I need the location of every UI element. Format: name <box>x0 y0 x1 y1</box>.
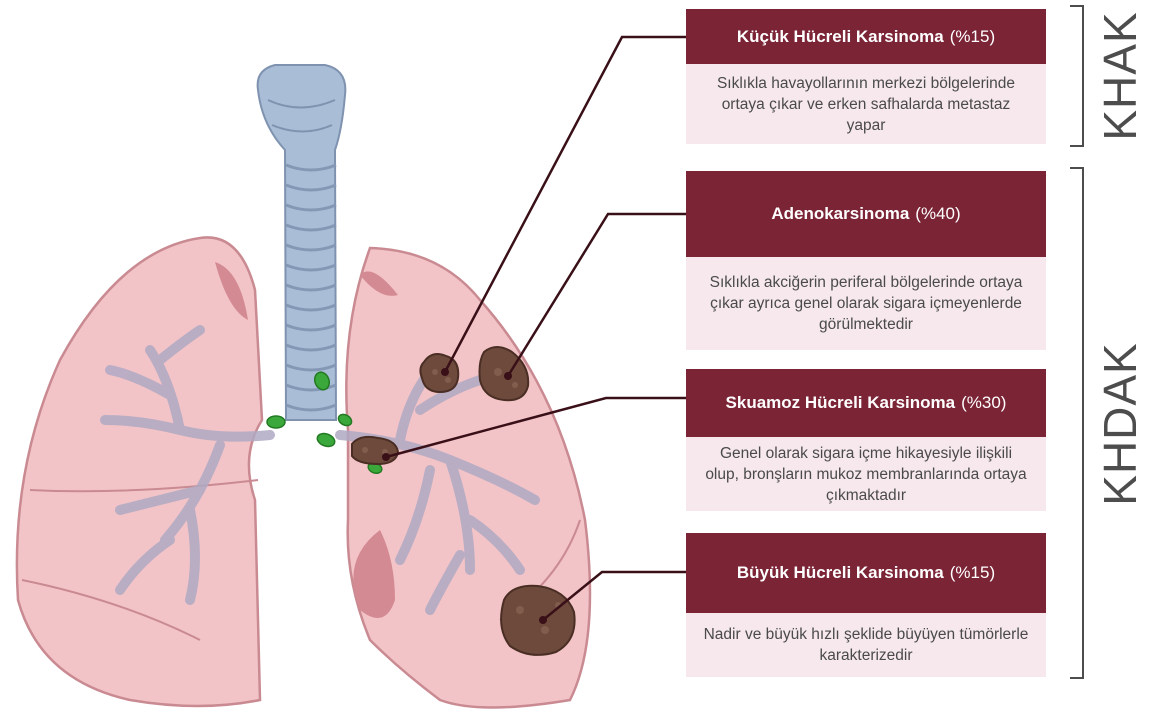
card-adenocarcinoma: Adenokarsinoma (%40) Sıklıkla akciğerin … <box>686 171 1046 350</box>
card-percent: (%30) <box>961 393 1006 413</box>
card-percent: (%15) <box>950 563 995 583</box>
card-description: Sıklıkla havayollarının merkezi bölgeler… <box>686 64 1046 144</box>
group-label-khak: KHAK <box>1093 11 1147 140</box>
card-header: Küçük Hücreli Karsinoma (%15) <box>686 9 1046 64</box>
card-small-cell: Küçük Hücreli Karsinoma (%15) Sıklıkla h… <box>686 9 1046 144</box>
group-label-khdak: KHDAK <box>1093 342 1147 505</box>
trachea <box>258 65 346 420</box>
card-title: Küçük Hücreli Karsinoma <box>737 27 944 47</box>
group-brackets <box>1070 6 1083 678</box>
card-title: Skuamoz Hücreli Karsinoma <box>726 393 956 413</box>
card-squamous-cell: Skuamoz Hücreli Karsinoma (%30) Genel ol… <box>686 369 1046 511</box>
left-lung <box>17 237 270 706</box>
card-header: Büyük Hücreli Karsinoma (%15) <box>686 533 1046 613</box>
card-header: Adenokarsinoma (%40) <box>686 171 1046 257</box>
card-description: Sıklıkla akciğerin periferal bölgelerind… <box>686 257 1046 350</box>
card-percent: (%40) <box>915 204 960 224</box>
card-percent: (%15) <box>950 27 995 47</box>
card-description: Genel olarak sigara içme hikayesiyle ili… <box>686 437 1046 511</box>
card-title: Büyük Hücreli Karsinoma <box>737 563 944 583</box>
card-title: Adenokarsinoma <box>771 204 909 224</box>
card-large-cell: Büyük Hücreli Karsinoma (%15) Nadir ve b… <box>686 533 1046 677</box>
card-description: Nadir ve büyük hızlı şeklide büyüyen tüm… <box>686 613 1046 677</box>
card-header: Skuamoz Hücreli Karsinoma (%30) <box>686 369 1046 437</box>
